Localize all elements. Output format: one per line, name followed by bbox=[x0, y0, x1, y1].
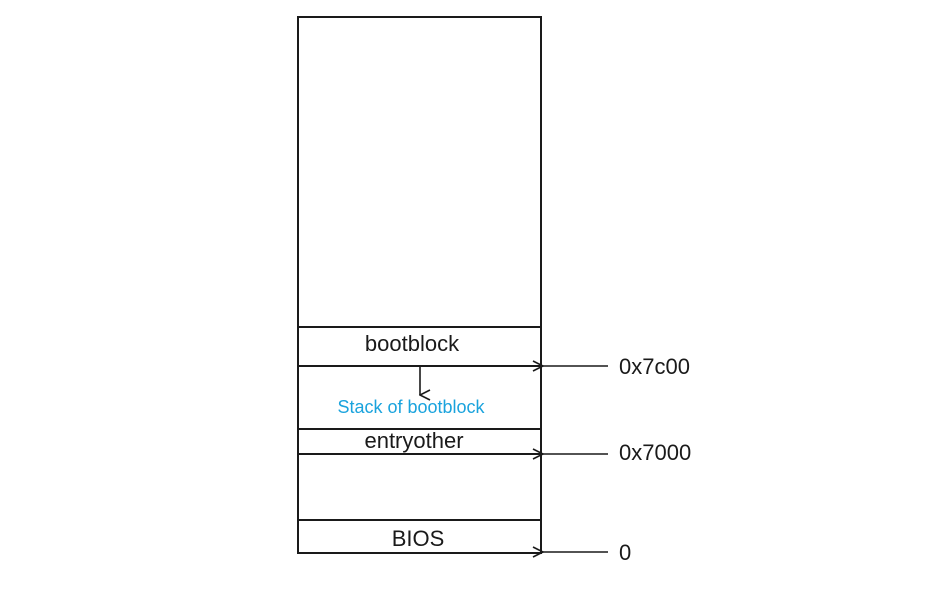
address-label-zero: 0 bbox=[619, 540, 631, 565]
stack-of-bootblock-label: Stack of bootblock bbox=[337, 397, 485, 417]
bios-label: BIOS bbox=[392, 526, 445, 551]
entryother-label: entryother bbox=[364, 428, 463, 453]
address-label-0x7c00: 0x7c00 bbox=[619, 354, 690, 379]
memory-column bbox=[297, 16, 542, 554]
address-label-0x7000: 0x7000 bbox=[619, 440, 691, 465]
bootblock-label: bootblock bbox=[365, 331, 460, 356]
